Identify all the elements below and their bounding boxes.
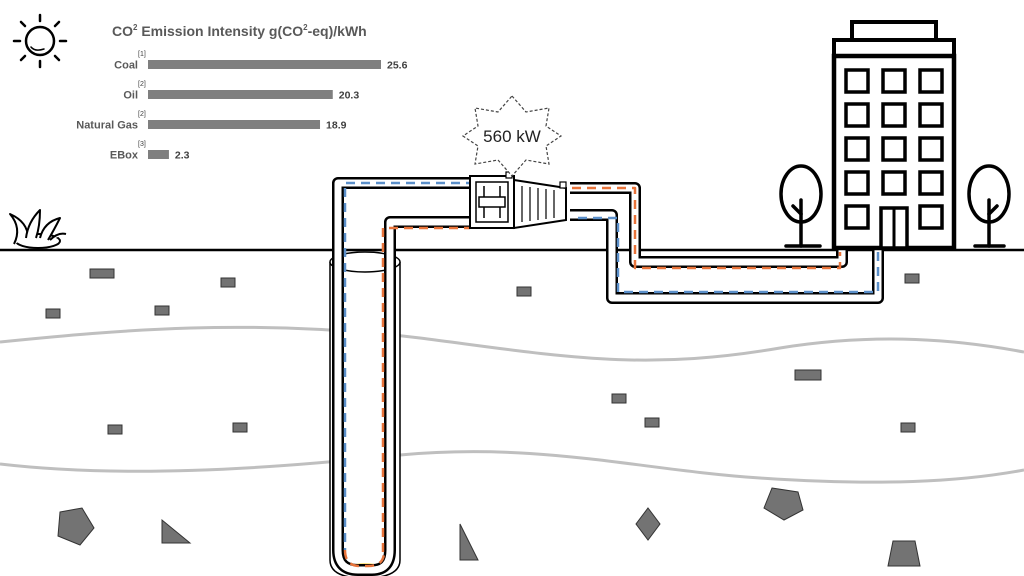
building-window [918,170,944,196]
star-burst [461,95,563,177]
power-label: 560 kW [483,127,541,146]
strata-line-lower [0,450,1024,484]
tree-icon [967,164,1011,248]
building-window [844,170,870,196]
sun-icon [12,13,68,69]
rocks [45,268,921,567]
building-window [881,102,907,128]
building-window [918,68,944,94]
building-window [844,68,870,94]
emission-chart: CO2 Emission Intensity g(CO2-eq)/kWh [1]… [76,23,407,162]
heat-exchanger-icon [469,171,567,230]
building-window [881,68,907,94]
building-window [918,204,944,230]
chart-title: CO2 Emission Intensity g(CO2-eq)/kWh [112,23,367,39]
bar-natural-gas [148,120,321,129]
reference-label: [2] [138,111,146,118]
value-label: 20.3 [339,90,360,102]
bar-oil [148,90,333,99]
building-window [844,136,870,162]
building-window [881,136,907,162]
building-window [844,204,870,230]
pipe-right-loop [570,182,884,304]
hot-flow-up [381,226,470,552]
building-window [918,136,944,162]
value-label: 25.6 [387,60,408,72]
hot-flow-supply [572,186,842,270]
value-label: 18.9 [326,120,347,132]
reference-label: [3] [138,141,146,148]
building-window [918,102,944,128]
category-label: Oil [123,90,138,102]
category-label: EBox [110,150,139,162]
bar-ebox [148,150,169,159]
value-label: 2.3 [175,150,190,162]
building-window [844,102,870,128]
building-window [881,170,907,196]
reference-label: [1] [138,51,146,58]
tree-icon [779,164,823,248]
reference-label: [2] [138,81,146,88]
category-label: Natural Gas [76,120,138,132]
building-icon [831,20,957,251]
category-label: Coal [114,60,138,72]
power-badge: 560 kW [461,95,563,177]
cold-flow-return [572,216,880,294]
strata-line-upper [0,325,1024,362]
pipe-left-loop [332,177,475,576]
bar-coal [148,60,381,69]
grass-icon [9,209,67,249]
